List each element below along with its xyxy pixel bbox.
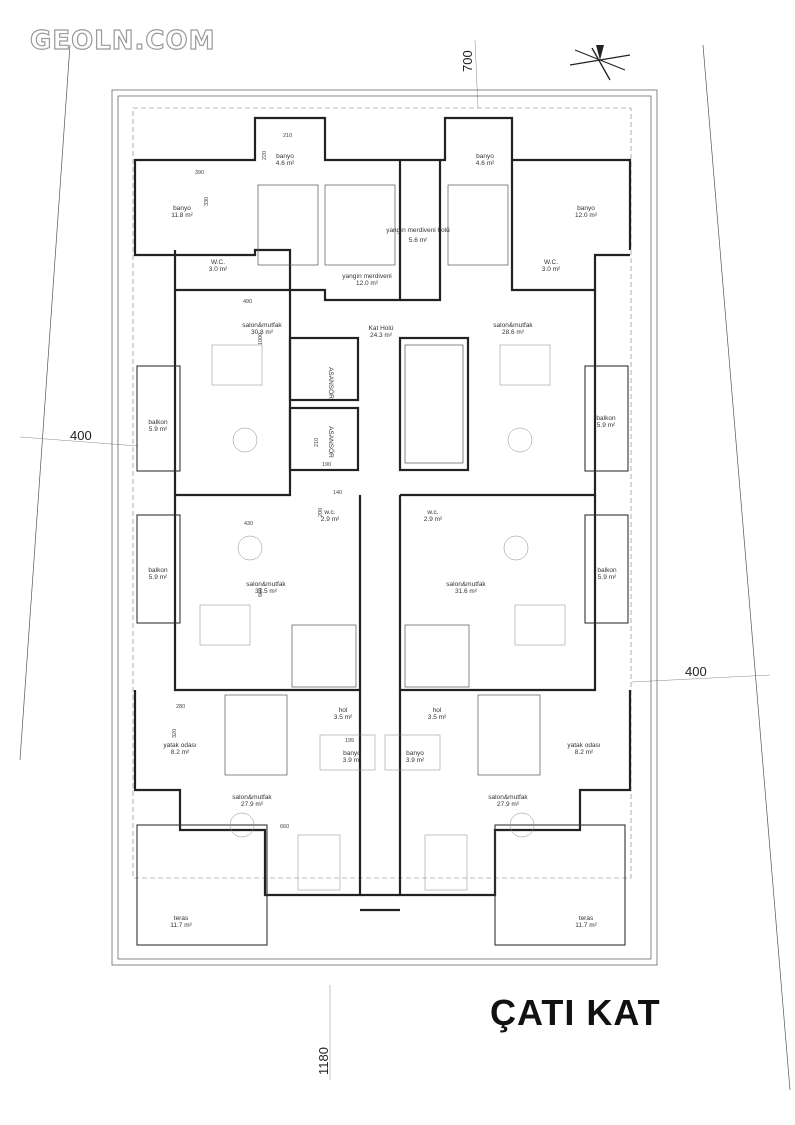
room-area: 11.7 m²	[170, 922, 192, 929]
room-name: W.C.	[544, 259, 558, 266]
room-name: W.C.	[211, 259, 225, 266]
room-area: 31.5 m²	[255, 588, 278, 595]
room-area: 12.0 m²	[356, 280, 379, 287]
room-area: 8.2 m²	[575, 749, 594, 756]
dimension-label: 220	[262, 151, 268, 160]
room-area: 27.9 m²	[497, 801, 520, 808]
stairs	[224, 184, 541, 776]
room-name: yangın merdiveni holü	[386, 227, 450, 234]
room-name: salon&mutfak	[488, 794, 528, 801]
dimension-label: 200	[318, 508, 324, 517]
dimension-label: 430	[244, 521, 253, 527]
dimension-label: 210	[314, 438, 320, 447]
room-area: 27.9 m²	[241, 801, 264, 808]
room-area: 3.0 m²	[209, 266, 228, 273]
bottom-length-label: 1180	[316, 1047, 331, 1075]
room-name: banyo	[577, 205, 595, 212]
room-name: salon&mutfak	[232, 794, 272, 801]
dimension-label: 390	[195, 170, 204, 176]
room-name: balkon	[148, 567, 168, 574]
room-area: 3.9 m²	[406, 757, 425, 764]
room-area: 12.0 m²	[575, 212, 598, 219]
room-area: 5.6 m²	[409, 237, 428, 244]
room-area: 4.6 m²	[476, 160, 495, 167]
room-name: banyo	[173, 205, 191, 212]
room-area: 3.9 m²	[343, 757, 362, 764]
room-labels: banyo 4.6 m² banyo 4.6 m² banyo 11.8 m² …	[148, 153, 617, 929]
room-area: 3.5 m²	[428, 714, 447, 721]
room-area: 31.6 m²	[455, 588, 478, 595]
dimension-label: 330	[204, 197, 210, 206]
north-arrow-icon	[569, 45, 631, 81]
room-name: w.c.	[323, 509, 335, 516]
room-name: teras	[579, 915, 594, 922]
plot-inner	[117, 95, 652, 960]
room-area: 5.9 m²	[149, 426, 168, 433]
room-area: 2.9 m²	[424, 516, 443, 523]
room-area: 8.2 m²	[171, 749, 190, 756]
top-setback-label: 700	[460, 50, 475, 72]
room-name: salon&mutfak	[446, 581, 486, 588]
room-area: 5.9 m²	[149, 574, 168, 581]
room-name: yatak odası	[163, 742, 196, 749]
right-setback-label: 400	[685, 664, 707, 679]
room-area: 3.0 m²	[542, 266, 561, 273]
room-name: banyo	[406, 750, 424, 757]
room-name: w.c.	[426, 509, 438, 516]
setback-line	[132, 107, 632, 879]
room-name: salon&mutfak	[246, 581, 286, 588]
room-area: 24.3 m²	[370, 332, 393, 339]
floor-title: ÇATI KAT	[490, 992, 661, 1033]
room-name: banyo	[476, 153, 494, 160]
room-name: teras	[174, 915, 189, 922]
elevator-label: ASANSÖR	[327, 426, 335, 458]
elevator-label: ASANSÖR	[327, 367, 335, 399]
plot-outer	[111, 89, 658, 966]
room-name: hol	[339, 707, 348, 714]
room-area: 11.7 m²	[575, 922, 597, 929]
room-name: hol	[433, 707, 442, 714]
room-area: 5.9 m²	[597, 422, 616, 429]
watermark: GEOLN.COM	[29, 25, 216, 56]
furniture	[199, 344, 566, 891]
room-name: Kat Holü	[369, 325, 394, 332]
room-name: yatak odası	[567, 742, 600, 749]
room-area: 5.9 m²	[598, 574, 617, 581]
site-boundary	[19, 39, 791, 1091]
room-name: salon&mutfak	[242, 322, 282, 329]
room-name: balkon	[596, 415, 616, 422]
dimension-label: 140	[333, 490, 342, 496]
room-name: salon&mutfak	[493, 322, 533, 329]
left-setback-label: 400	[70, 428, 92, 443]
dimension-label: 320	[172, 729, 178, 738]
room-area: 28.6 m²	[502, 329, 525, 336]
dimension-label: 1000	[258, 333, 264, 345]
dimension-label: 210	[283, 133, 292, 139]
room-name: banyo	[343, 750, 361, 757]
room-area: 11.8 m²	[171, 212, 193, 219]
balconies	[136, 365, 629, 946]
room-area: 4.6 m²	[276, 160, 295, 167]
dimension-label: 660	[258, 588, 264, 597]
dimension-label: 280	[176, 704, 185, 710]
room-name: balkon	[597, 567, 617, 574]
room-area: 3.5 m²	[334, 714, 353, 721]
dimension-label: 195	[345, 738, 354, 744]
room-name: balkon	[148, 419, 168, 426]
inner-dimensions: 210 220 390 330 490 1000 140 200 430 660…	[172, 133, 354, 830]
room-area: 30.8 m²	[251, 329, 274, 336]
dimension-label: 490	[243, 299, 252, 305]
room-name: banyo	[276, 153, 294, 160]
dimension-label: 660	[280, 824, 289, 830]
room-area: 2.9 m²	[321, 516, 340, 523]
room-name: yangın merdiveni	[342, 273, 392, 280]
dimension-label: 190	[322, 462, 331, 468]
building-walls	[133, 116, 632, 912]
